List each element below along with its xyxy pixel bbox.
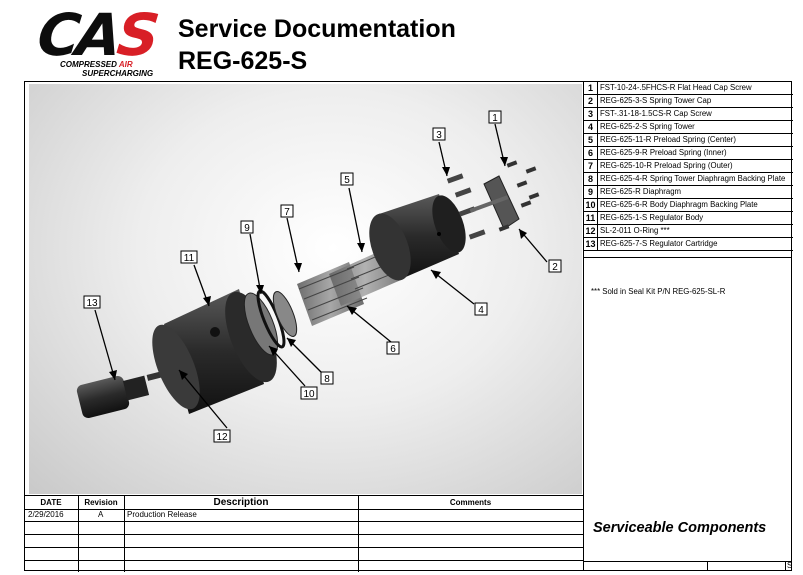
svg-text:5: 5 <box>344 175 350 186</box>
callout-2: 2 <box>548 259 562 273</box>
table-row-date: 2/29/2016 <box>28 510 64 519</box>
page-title: Service Documentation <box>178 15 456 43</box>
callout-12: 12 <box>213 429 231 443</box>
column-header-revision: Revision <box>84 498 118 507</box>
callout-5: 5 <box>340 172 354 186</box>
exploded-view-drawing: 1 2 3 4 5 6 7 8 9 10 11 12 13 <box>29 84 582 494</box>
callout-7: 7 <box>280 204 294 218</box>
table-row-revision: A <box>98 510 104 519</box>
svg-text:6: 6 <box>390 344 396 355</box>
exploded-view-svg: 1 2 3 4 5 6 7 8 9 10 11 12 13 <box>76 110 562 443</box>
spring-tower-cap <box>469 175 520 230</box>
column-header-description: Description <box>213 497 269 508</box>
svg-text:8: 8 <box>324 374 330 385</box>
svg-text:10: 10 <box>303 389 315 400</box>
table-row-description: Production Release <box>127 510 197 519</box>
cas-logo: CAS COMPRESSED AIR SUPERCHARGING <box>34 1 168 78</box>
callout-4: 4 <box>474 302 488 316</box>
svg-text:3: 3 <box>436 130 442 141</box>
svg-text:1: 1 <box>492 113 498 124</box>
svg-text:11: 11 <box>184 253 195 264</box>
part-number-title: REG-625-S <box>178 47 308 75</box>
column-header-date: DATE <box>40 498 62 507</box>
sheet-mark: S <box>787 561 793 570</box>
svg-text:13: 13 <box>86 298 98 309</box>
svg-text:7: 7 <box>284 207 290 218</box>
document-frame <box>24 81 792 571</box>
cap-screws <box>446 173 486 240</box>
callout-3: 3 <box>432 127 446 141</box>
logo-tagline-1: COMPRESSED AIR <box>60 60 133 69</box>
callout-9: 9 <box>240 220 254 234</box>
seal-kit-note: *** Sold in Seal Kit P/N REG-625-SL-R <box>591 287 726 296</box>
flat-head-screws <box>498 160 540 232</box>
leader-arrowheads <box>109 157 527 380</box>
callout-labels: 1 2 3 4 5 6 7 8 9 10 11 12 13 <box>83 110 562 443</box>
svg-text:2: 2 <box>552 262 558 273</box>
callout-13: 13 <box>83 295 101 309</box>
callout-11: 11 <box>180 250 198 264</box>
serviceable-components-label: Serviceable Components <box>593 520 767 536</box>
revision-table: DATE Revision Description Comments 2/29/… <box>24 495 583 572</box>
callout-10: 10 <box>300 386 318 400</box>
callout-6: 6 <box>386 341 400 355</box>
column-header-comments: Comments <box>449 498 492 507</box>
svg-text:12: 12 <box>216 432 228 443</box>
svg-text:9: 9 <box>244 223 250 234</box>
logo-mark: CAS <box>34 1 159 69</box>
parts-divider <box>583 257 792 258</box>
callout-1: 1 <box>488 110 502 124</box>
spring-tower <box>369 194 466 281</box>
logo-tagline-2: SUPERCHARGING <box>82 69 154 78</box>
spring-tower-diaphragm-backing-plate <box>272 291 298 337</box>
regulator-cartridge <box>76 369 172 419</box>
svg-text:4: 4 <box>478 305 484 316</box>
callout-8: 8 <box>320 371 334 385</box>
